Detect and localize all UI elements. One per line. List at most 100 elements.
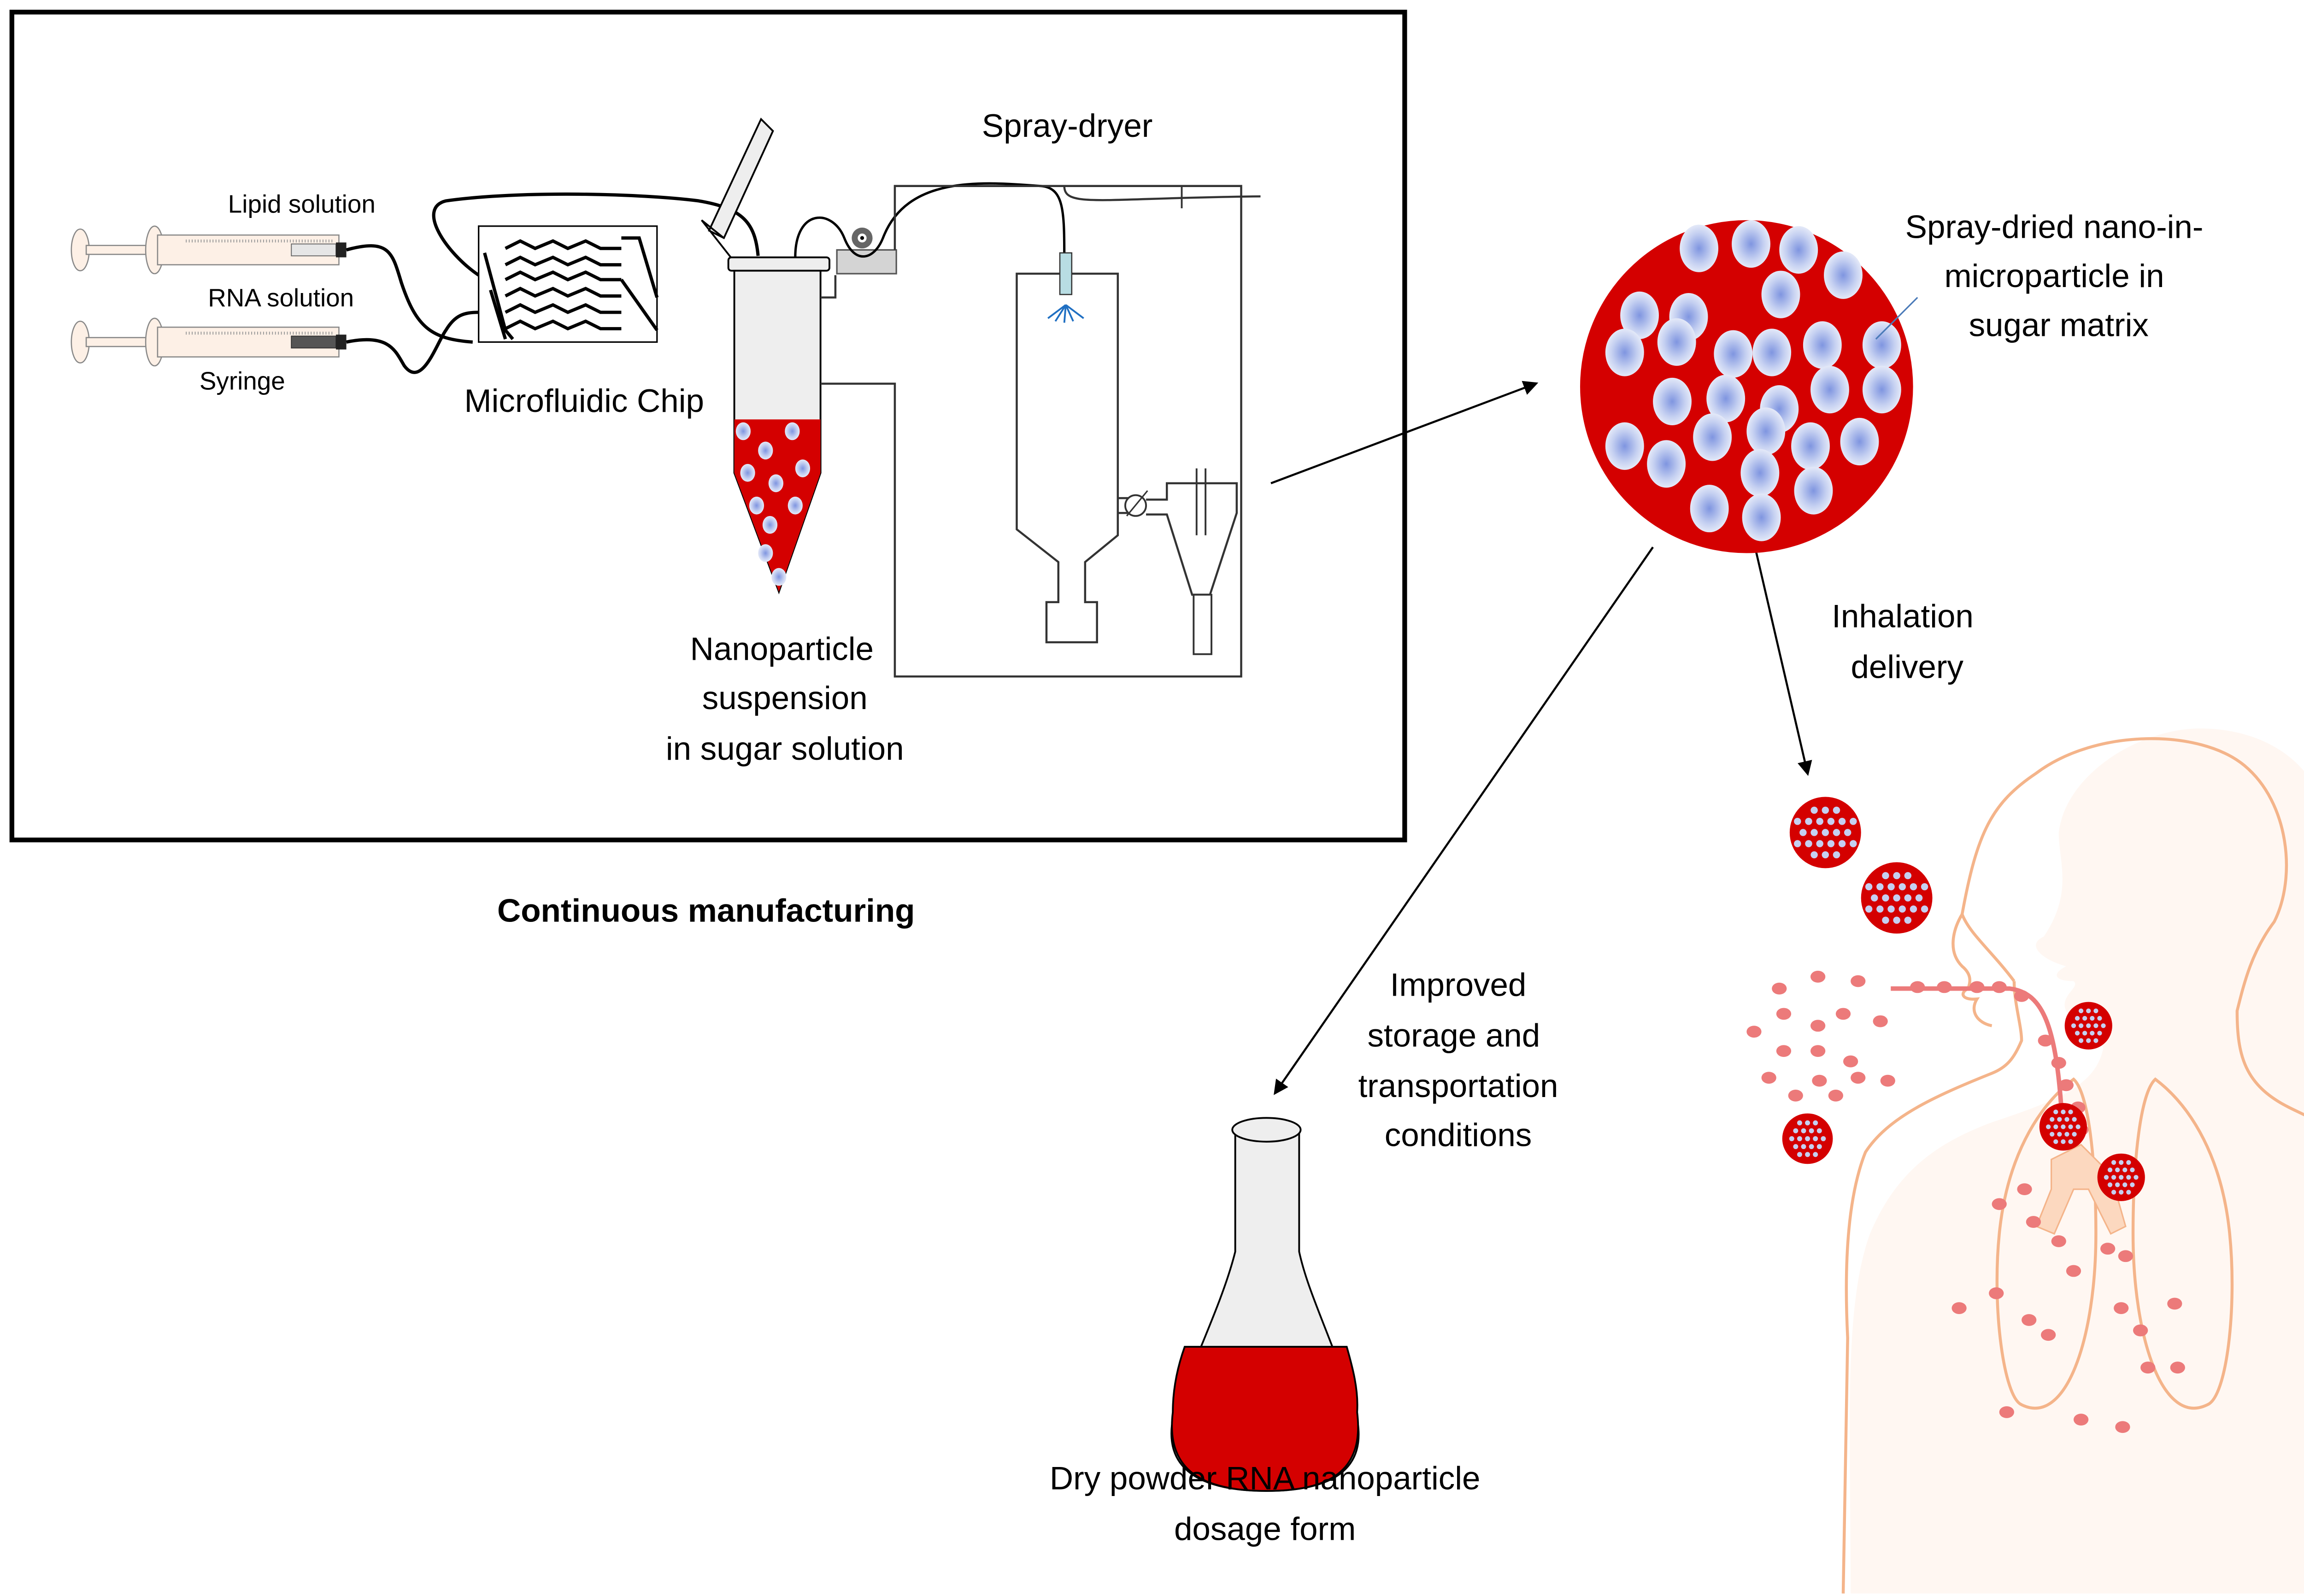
aerosol-dot [1746, 1026, 1762, 1038]
mini-nanoparticle [2050, 1117, 2055, 1122]
nanoparticle [1742, 493, 1781, 541]
mini-nanoparticle [1882, 916, 1889, 924]
callout-line [1875, 297, 1918, 340]
aerosol-dot [2100, 1243, 2116, 1255]
aerosol-dot [2022, 1314, 2037, 1326]
spray-dryer-label: Spray-dryer [982, 108, 1153, 144]
nanoparticle [1647, 440, 1686, 488]
mini-nanoparticle [1816, 1128, 1822, 1133]
nanoparticle [1824, 251, 1863, 299]
mini-nanoparticle [1844, 829, 1851, 836]
mini-nanoparticle [1805, 1120, 1810, 1126]
nanoparticle [768, 474, 783, 493]
mini-nanoparticle [1789, 1136, 1794, 1141]
aerosol-dot [2051, 1235, 2066, 1247]
aerosol-dot [2066, 1265, 2081, 1277]
mini-nanoparticle [1882, 872, 1889, 880]
mini-nanoparticle [2119, 1175, 2124, 1180]
continuous-manufacturing-caption: Continuous manufacturing [497, 892, 915, 929]
mini-nanoparticle [2126, 1190, 2131, 1195]
aerosol-dot [1776, 1045, 1792, 1057]
mini-nanoparticle [1801, 1128, 1806, 1133]
mini-nanoparticle [2082, 1015, 2087, 1021]
mini-nanoparticle [1871, 894, 1878, 902]
mini-nanoparticle [1793, 1144, 1799, 1150]
nanoparticle [735, 422, 751, 440]
aerosol-dot [1873, 1015, 1888, 1027]
mini-nanoparticle [1904, 916, 1912, 924]
human-body-illustration [1746, 728, 2304, 1594]
mini-nanoparticle [2053, 1109, 2058, 1115]
mini-nanoparticle [1797, 1152, 1802, 1157]
mini-nanoparticle [2093, 1038, 2098, 1043]
mini-nanoparticle [2111, 1190, 2116, 1195]
aerosol-dot [2140, 1361, 2156, 1374]
aerosol-dot [1851, 975, 1866, 987]
mini-nanoparticle [2122, 1182, 2128, 1187]
aerosol-dot [1810, 1045, 1826, 1057]
mini-nanoparticle [2097, 1015, 2102, 1021]
mini-nanoparticle [2068, 1124, 2073, 1129]
mini-nanoparticle [1813, 1136, 1818, 1141]
erlenmeyer-flask [1170, 1117, 1360, 1492]
mini-nanoparticle [2061, 1109, 2066, 1115]
mini-nanoparticle [2107, 1168, 2113, 1173]
mini-nanoparticle [2122, 1168, 2128, 1173]
mini-nanoparticle [2072, 1117, 2077, 1122]
aerosol-dot [1761, 1072, 1776, 1084]
mini-nanoparticle [1805, 840, 1812, 847]
spray-icon [1047, 304, 1084, 323]
mini-nanoparticle [1893, 916, 1900, 924]
storage-label-line1: Improved [1390, 967, 1527, 1003]
mini-nanoparticle [1816, 817, 1823, 825]
mini-nanoparticle [2082, 1031, 2087, 1036]
nanoparticle [1840, 417, 1879, 466]
microfluidic-chip [478, 225, 659, 343]
nanoparticle [1761, 270, 1800, 318]
aerosol-dot [2115, 1421, 2130, 1433]
mini-nanoparticle [1910, 905, 1917, 913]
microfluidic-chip-label: Microfluidic Chip [464, 383, 704, 419]
aerosol-dot [2170, 1361, 2185, 1374]
outlet-tubing [432, 192, 760, 277]
drying-chamber [1016, 252, 1119, 644]
mini-nanoparticle [2130, 1182, 2135, 1187]
collection-tube [701, 117, 830, 595]
aerosol-dot [2133, 1324, 2148, 1337]
aerosol-dot [2026, 1216, 2041, 1228]
mini-nanoparticle [1797, 1136, 1802, 1141]
mini-nanoparticle [1822, 806, 1829, 814]
aerosol-dot [1772, 982, 1787, 995]
mini-nanoparticle [2093, 1023, 2098, 1028]
mini-nanoparticle [1865, 905, 1873, 913]
mini-nanoparticle [2119, 1190, 2124, 1195]
mini-nanoparticle [1833, 806, 1840, 814]
mini-nanoparticle [2061, 1139, 2066, 1144]
aerosol-dot [2118, 1250, 2134, 1262]
mini-nanoparticle [1801, 1144, 1806, 1150]
nanoparticle [1746, 407, 1786, 455]
mini-nanoparticle [2075, 1015, 2080, 1021]
nanoparticle [1810, 366, 1849, 414]
aerosol-dot [1810, 1020, 1826, 1032]
mini-nanoparticle [1882, 894, 1889, 902]
nanoparticle [1605, 422, 1644, 470]
inhalation-label-line2: delivery [1851, 649, 1963, 685]
aerosol-dot [1951, 1302, 1967, 1314]
microparticle [1580, 220, 1918, 553]
aerosol-dot [1788, 1089, 1803, 1102]
mini-microparticle [2097, 1153, 2145, 1201]
spray-nozzle [1059, 252, 1073, 295]
mini-nanoparticle [1898, 883, 1906, 891]
mini-nanoparticle [2075, 1031, 2080, 1036]
mini-nanoparticle [2053, 1139, 2058, 1144]
mini-nanoparticle [1887, 883, 1895, 891]
mini-nanoparticle [1799, 829, 1807, 836]
nanoparticle [1706, 375, 1746, 422]
storage-label-line4: conditions [1385, 1117, 1532, 1154]
aerosol-dot [1910, 981, 1925, 993]
mini-nanoparticle [1805, 817, 1812, 825]
aerosol-dot [1989, 1287, 2004, 1299]
mini-nanoparticle [1898, 905, 1906, 913]
mini-nanoparticle [1827, 817, 1835, 825]
